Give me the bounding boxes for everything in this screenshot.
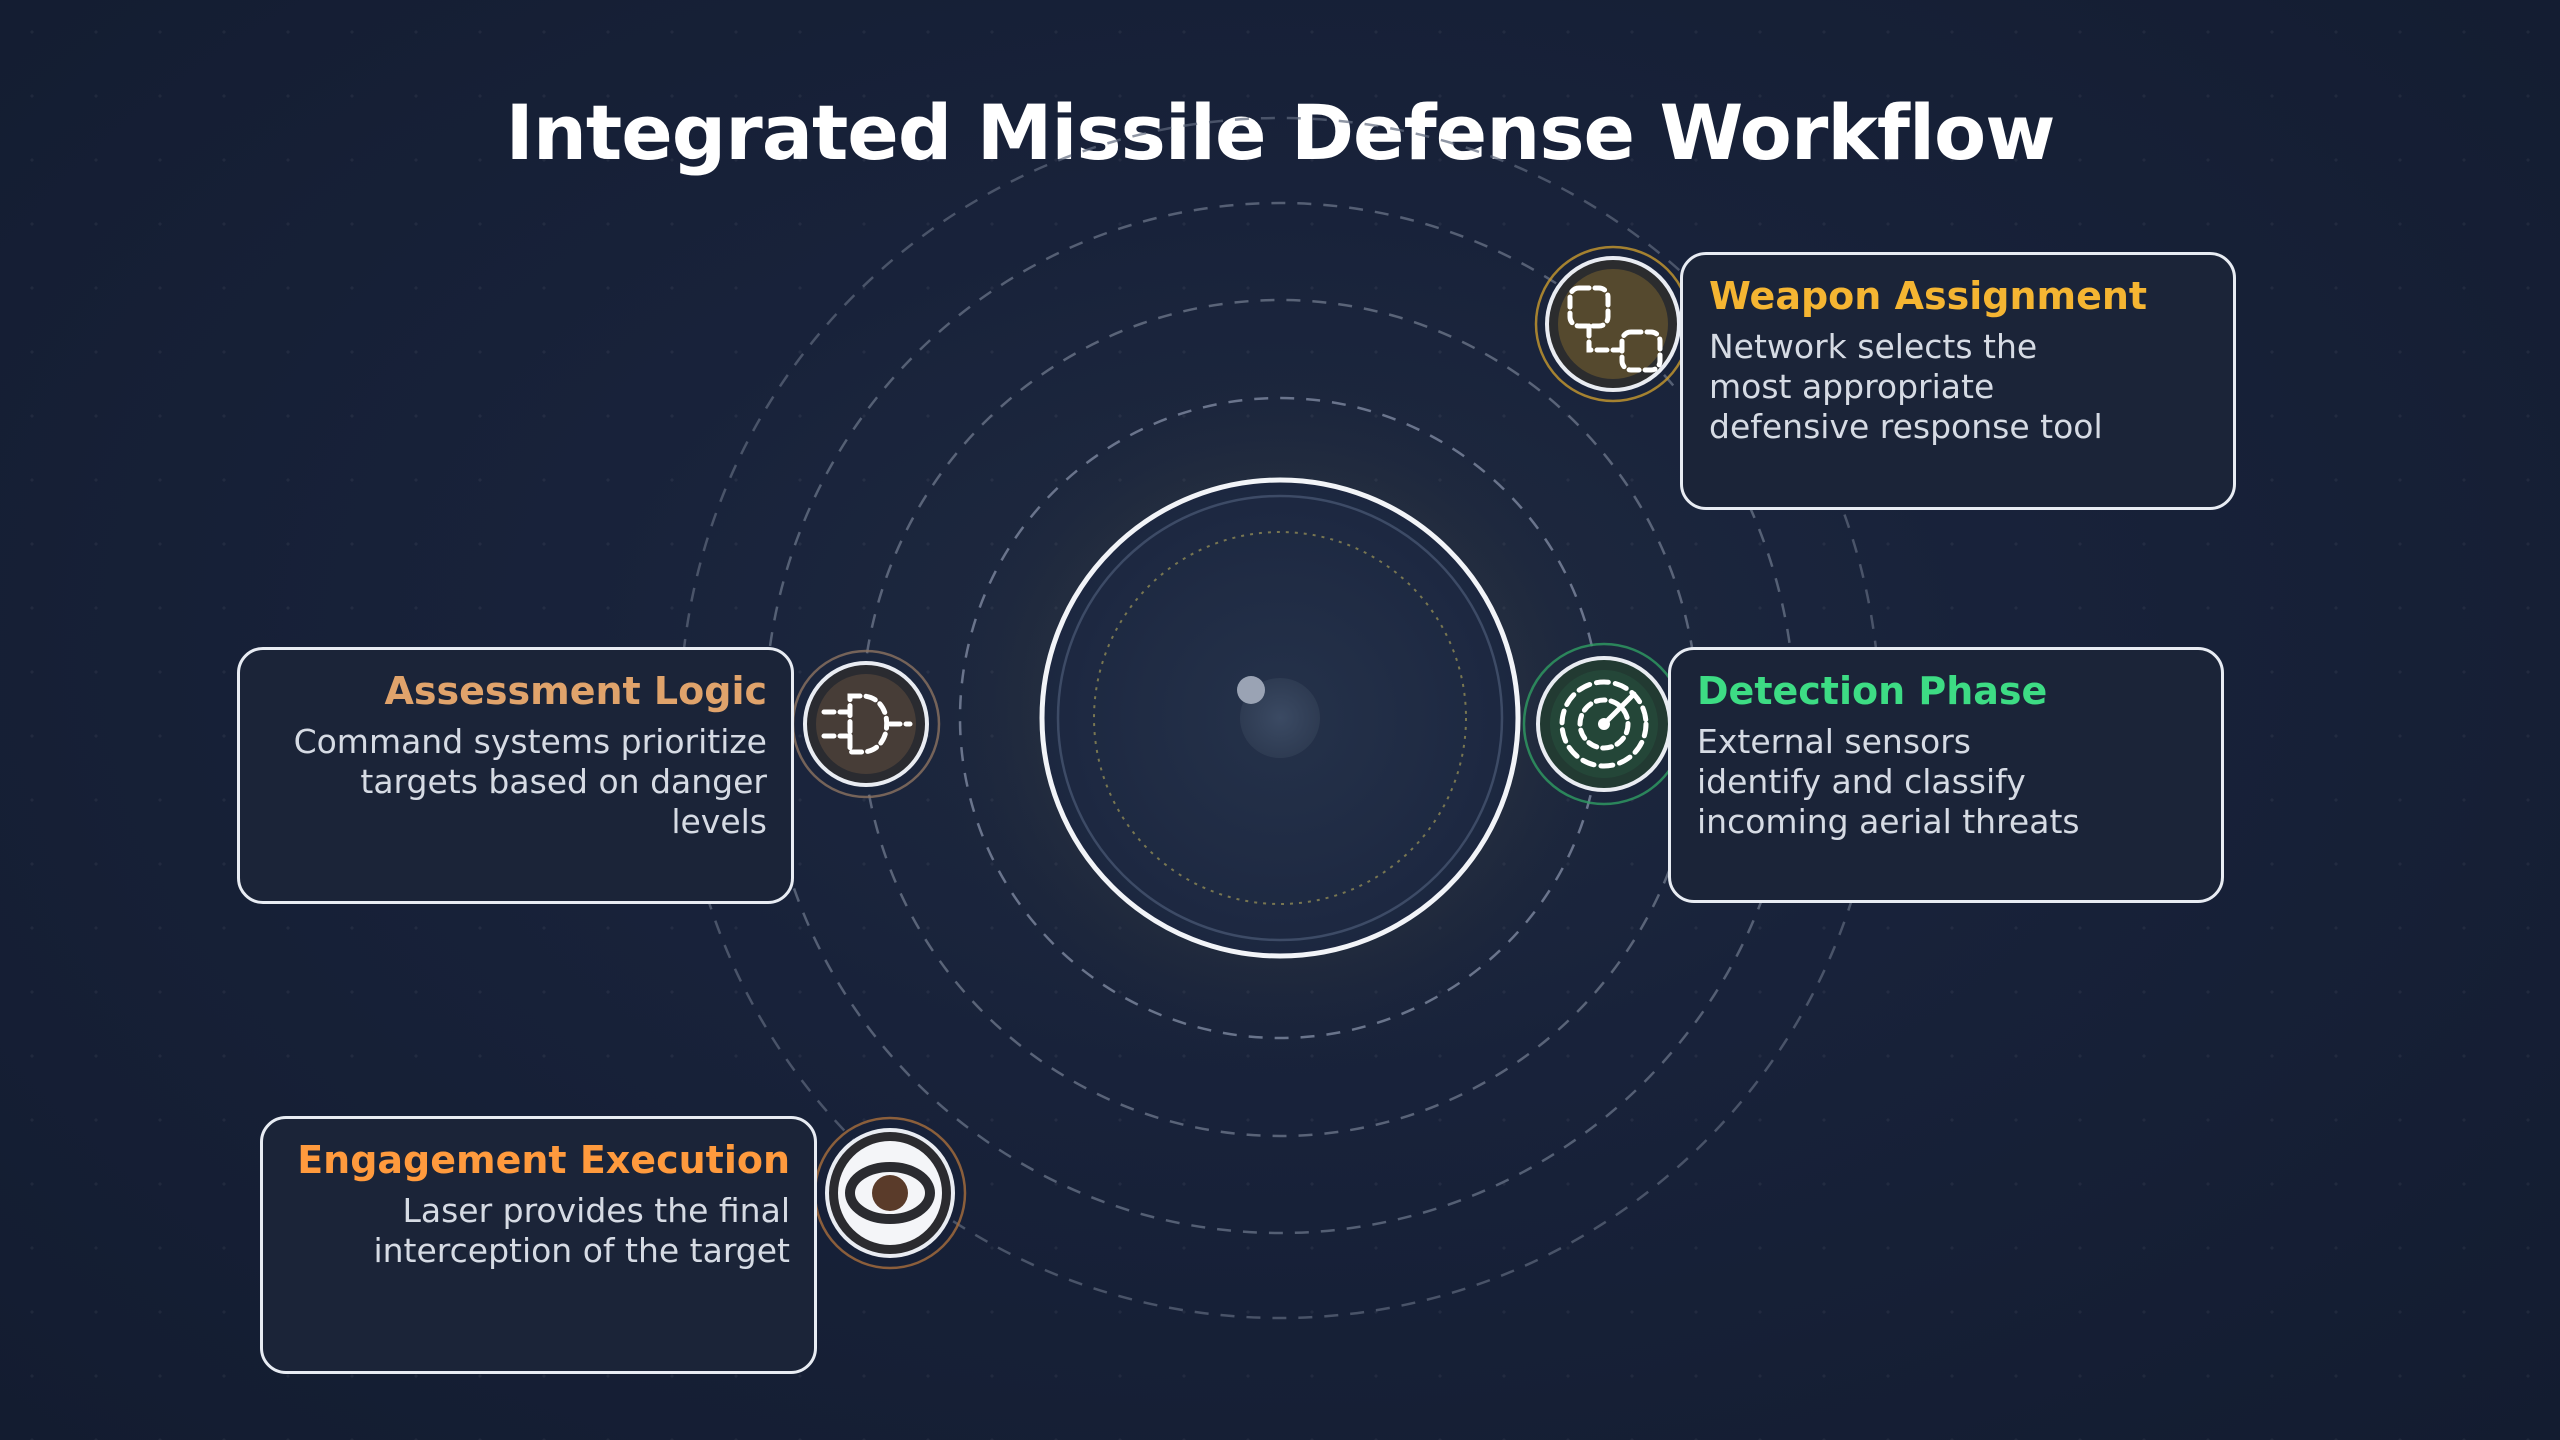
step-desc-weapon: Network selects the most appropriate def… [1709, 327, 2103, 446]
core-inner-ring [1056, 494, 1504, 942]
detection-node [1522, 642, 1686, 806]
step-desc-engagement: Laser provides the final interception of… [373, 1191, 790, 1270]
logic-gate-icon [821, 693, 913, 755]
step-card-assessment-logic: Assessment Logic Command systems priorit… [237, 647, 794, 904]
assessment-node [791, 649, 941, 799]
core-highlight-dot [1237, 676, 1265, 704]
core-dotted-ring [1093, 531, 1467, 905]
step-title-detection: Detection Phase [1697, 669, 2048, 713]
step-desc-assessment: Command systems prioritize targets based… [293, 722, 767, 841]
step-title-weapon: Weapon Assignment [1709, 274, 2148, 318]
network-nodes-icon [1567, 285, 1663, 373]
weapon-node [1534, 245, 1692, 403]
step-card-engagement-execution: Engagement Execution Laser provides the … [260, 1116, 817, 1374]
step-card-detection-phase: Detection Phase External sensors identif… [1668, 647, 2224, 903]
step-card-weapon-assignment: Weapon Assignment Network selects the mo… [1680, 252, 2236, 510]
engagement-node [813, 1116, 967, 1270]
page-title: Integrated Missile Defense Workflow [505, 88, 2056, 177]
step-title-assessment: Assessment Logic [384, 669, 767, 713]
step-desc-detection: External sensors identify and classify i… [1697, 722, 2080, 841]
lens-target-icon [838, 1141, 942, 1245]
step-title-engagement: Engagement Execution [297, 1138, 790, 1182]
radar-icon [1559, 679, 1649, 769]
